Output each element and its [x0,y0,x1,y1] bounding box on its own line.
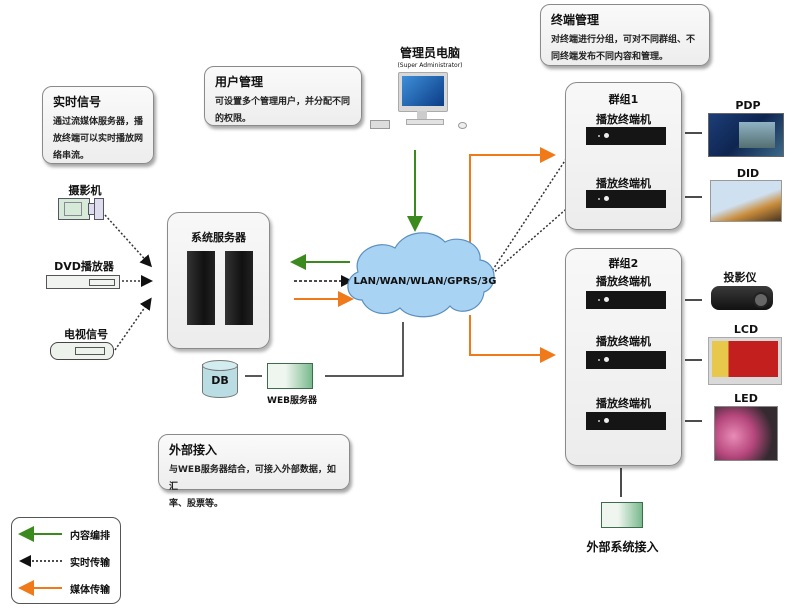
orange-to-group1 [469,147,556,250]
external-system-label: 外部系统接入 [586,540,659,554]
note-title: 终端管理 [551,13,600,27]
legend-label: 实时传输 [70,558,110,569]
player-label: 播放终端机 [596,275,651,288]
note-line: 的权限。 [215,114,252,124]
pdp-display-icon [708,113,784,157]
web-server-label: WEB服务器 [267,396,317,406]
admin-pc-sublabel: (Super Administrator) [397,62,463,69]
note-title: 实时信号 [53,95,102,109]
did-display-icon [710,180,782,222]
source-label: 电视信号 [64,328,108,341]
legend-label: 媒体传输 [70,585,110,596]
legend-item-realtime: 实时传输 [12,551,120,571]
display-label: 投影仪 [723,271,757,284]
camera-to-server-line [104,214,153,268]
orange-arrow-icon [18,580,62,596]
display-label: LCD [733,323,759,336]
player-label: 播放终端机 [596,113,651,126]
admin-computer-icon[interactable] [370,72,470,137]
legend-item-content: 内容编排 [12,524,120,544]
note-line: 可设置多个管理用户，并分配不同 [215,97,351,107]
player-label: 播放终端机 [596,177,651,190]
group-title: 群组2 [608,257,639,270]
player-terminal-icon[interactable] [586,127,666,145]
led-display-icon [714,406,778,461]
server-tower-icon [225,251,253,325]
note-realtime-signal: 实时信号 通过流媒体服务器，播 放终端可以实时播放网 络串流。 [42,86,154,164]
database-icon: DB [202,360,238,400]
group-title: 群组1 [608,93,639,106]
orange-to-group2 [469,315,556,363]
group-1-panel[interactable]: 群组1 播放终端机 播放终端机 [565,82,682,230]
player-terminal-icon[interactable] [586,351,666,369]
player-terminal-icon[interactable] [586,291,666,309]
server-tower-icon [187,251,215,325]
cloud-to-web-line [325,322,404,377]
db-label: DB [211,374,229,387]
source-label: DVD播放器 [54,260,114,273]
external-system-icon[interactable] [601,502,643,528]
source-label: 摄影机 [68,184,102,197]
network-label: LAN/WAN/WLAN/GPRS/3G [353,276,497,287]
admin-pc-label: 管理员电脑 [399,46,460,60]
note-title: 外部接入 [169,443,218,457]
note-user-management: 用户管理 可设置多个管理用户，并分配不同 的权限。 [204,66,362,126]
note-line: 率、股票等。 [169,499,224,509]
note-line: 与WEB服务器结合，可接入外部数据，如汇 [169,465,336,492]
note-line: 放终端可以实时播放网 [53,134,144,144]
note-terminal-management: 终端管理 对终端进行分组，可对不同群组、不 同终端发布不同内容和管理。 [540,4,710,66]
web-server-icon[interactable] [267,363,313,389]
dvd-player-icon [46,275,120,289]
player-terminal-icon[interactable] [586,190,666,208]
note-external-access: 外部接入 与WEB服务器结合，可接入外部数据，如汇 率、股票等。 [158,434,350,509]
system-server-panel[interactable]: 系统服务器 [167,212,270,349]
note-line: 络串流。 [53,151,90,161]
display-label: PDP [735,99,761,112]
legend-label: 内容编排 [70,531,110,542]
lcd-display-icon [708,337,782,385]
note-line: 通过流媒体服务器，播 [53,117,144,127]
tv-signal-icon [50,342,114,360]
display-label: LED [734,392,758,405]
note-line: 对终端进行分组，可对不同群组、不 [551,35,696,45]
system-server-label: 系统服务器 [191,231,246,244]
dotted-arrow-icon [19,555,62,567]
legend-item-media: 媒体传输 [12,578,120,598]
player-label: 播放终端机 [596,335,651,348]
player-terminal-icon[interactable] [586,412,666,430]
note-title: 用户管理 [215,75,264,89]
group-2-panel[interactable]: 群组2 播放终端机 播放终端机 播放终端机 [565,248,682,466]
projector-icon [711,286,773,310]
note-line: 同终端发布不同内容和管理。 [551,52,669,62]
display-label: DID [736,167,760,180]
tv-to-server-line [114,297,152,351]
green-arrow-icon [18,526,62,542]
video-camera-icon [58,196,104,220]
player-label: 播放终端机 [596,397,651,410]
legend: 内容编排 实时传输 媒体传输 [11,517,121,604]
